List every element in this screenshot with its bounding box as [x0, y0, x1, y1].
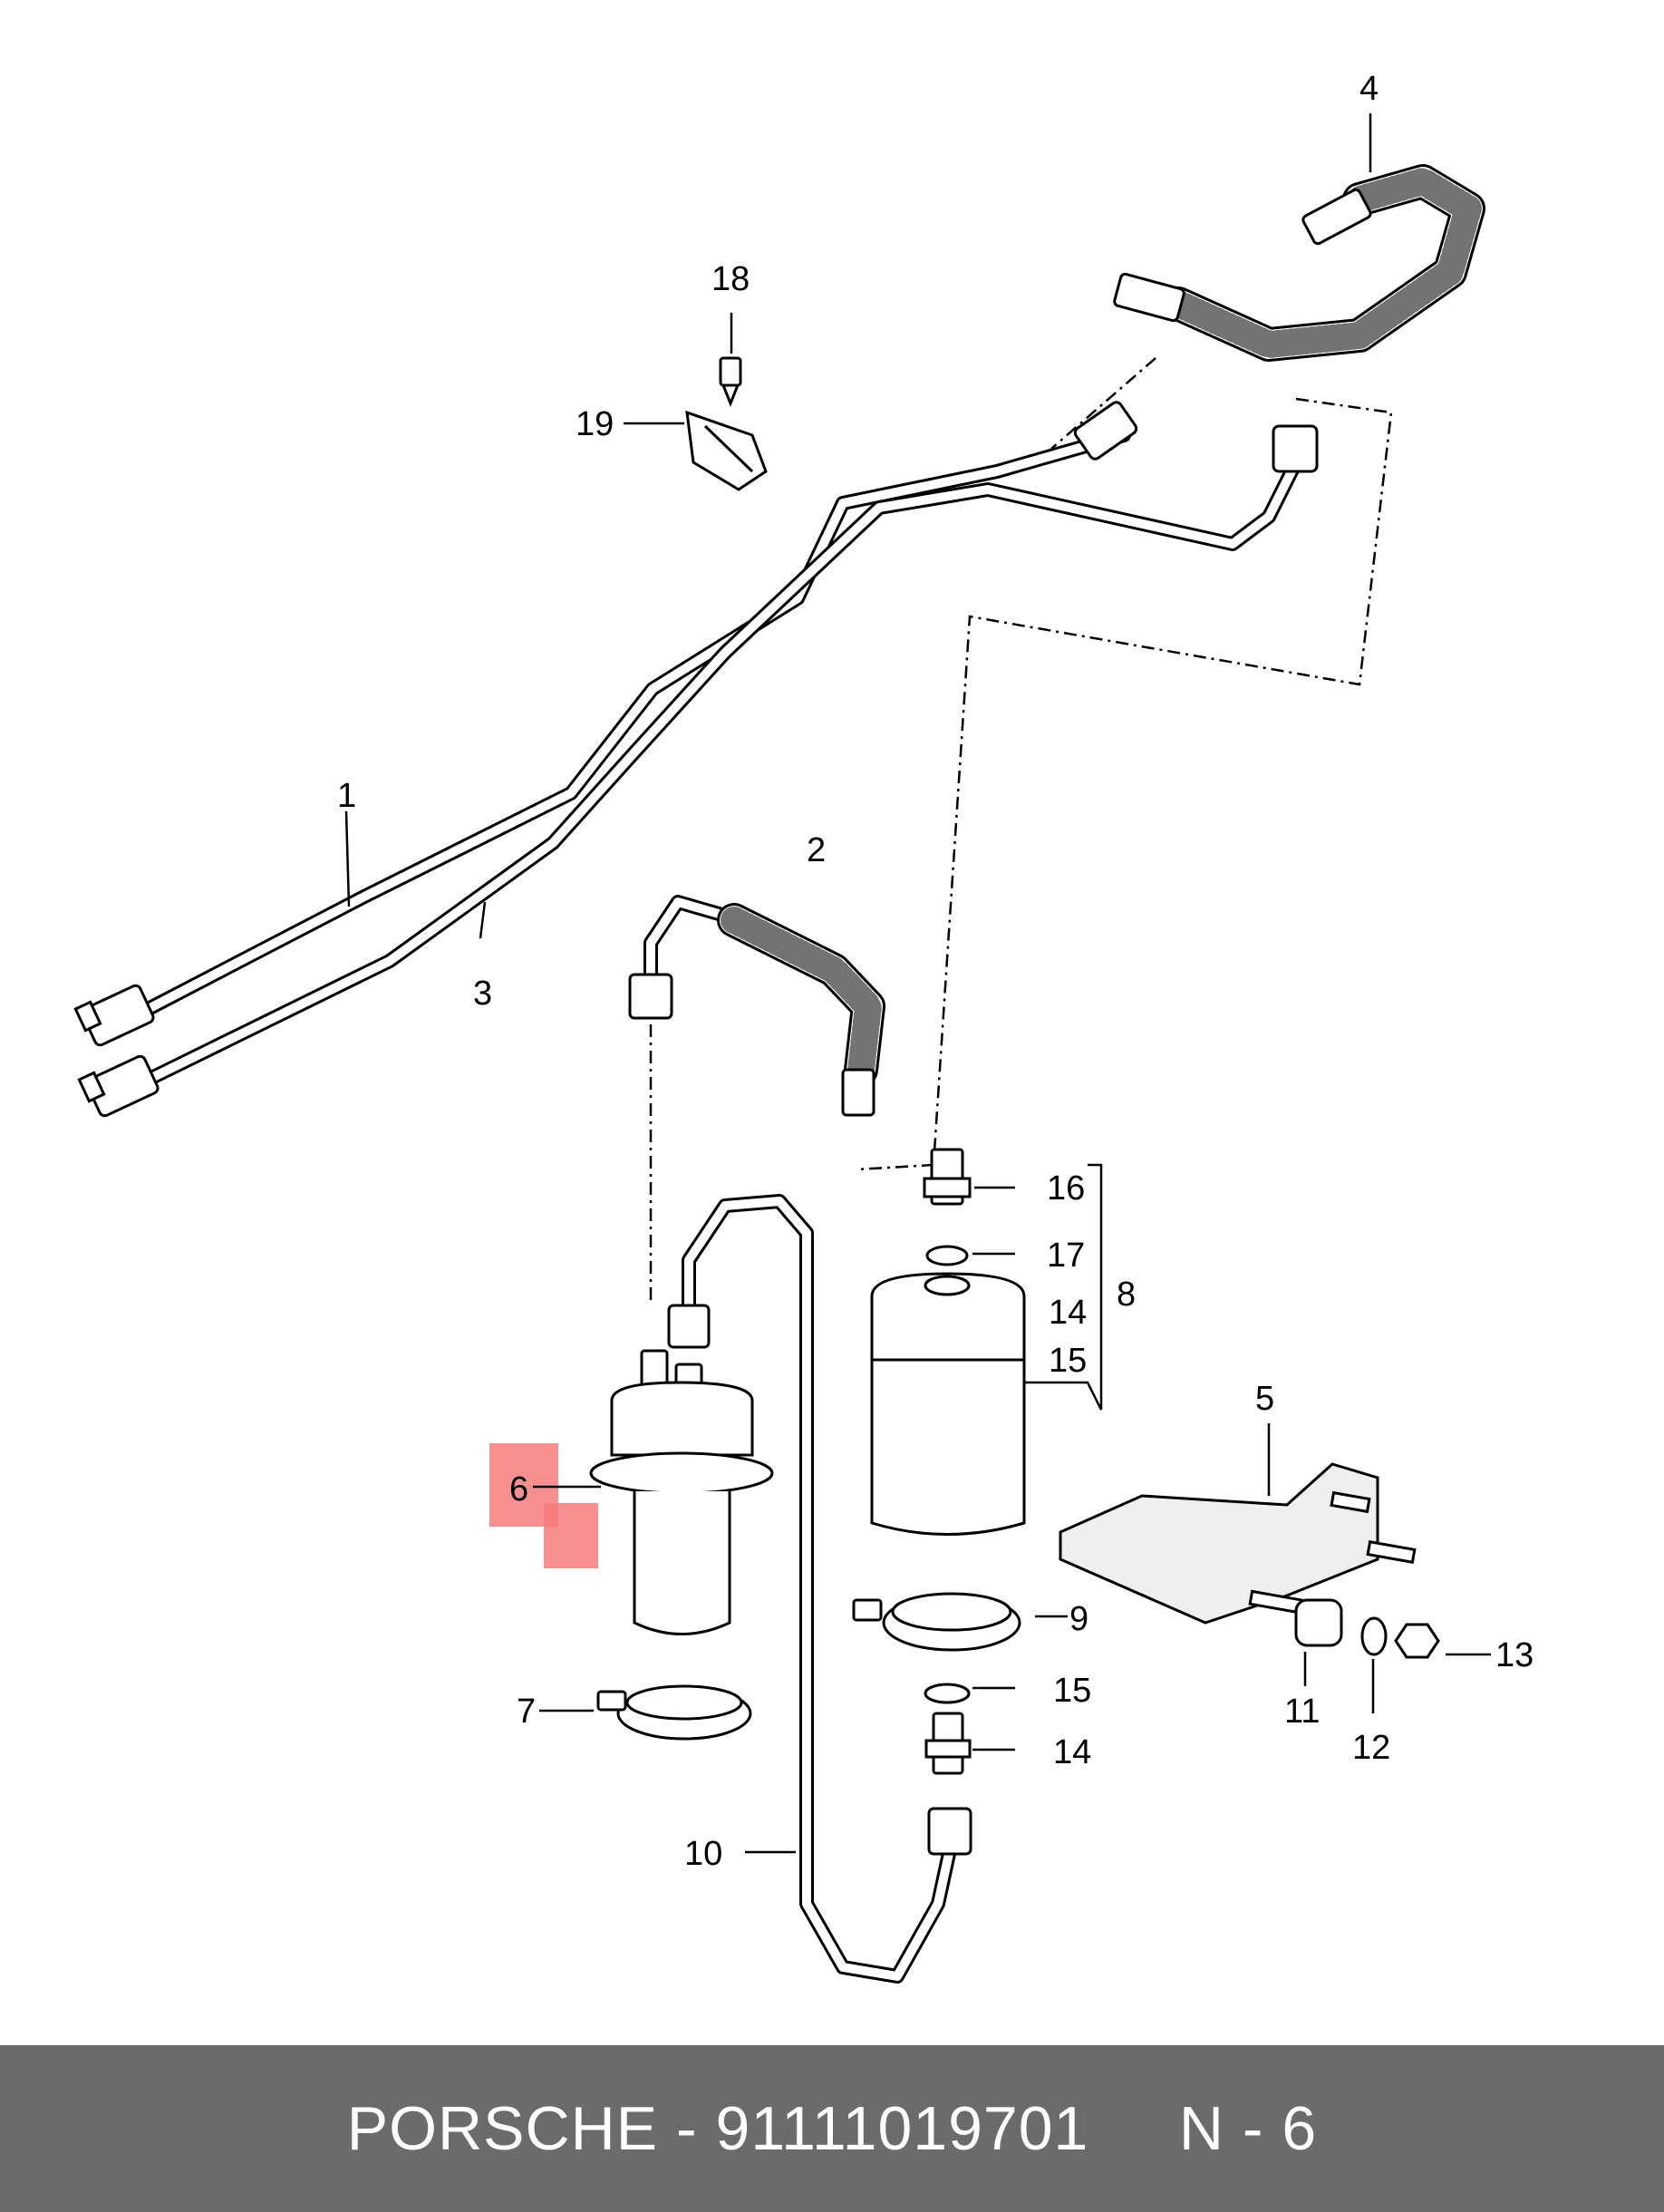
callout-16: 16	[1047, 1169, 1085, 1208]
callout-11: 11	[1284, 1693, 1320, 1731]
pipe-nut-left-lower	[77, 1054, 160, 1118]
nut-13	[1394, 1623, 1440, 1659]
callout-13: 13	[1495, 1636, 1533, 1674]
pipe-nut-upper-right	[1073, 401, 1319, 473]
washer-12	[1360, 1616, 1388, 1656]
callout-10: 10	[684, 1835, 722, 1873]
fuel-hose-4	[1113, 164, 1485, 362]
callout-12: 12	[1352, 1729, 1390, 1767]
fuel-hose-2	[628, 895, 885, 1117]
callout-3: 3	[473, 975, 492, 1013]
part-number-banner: PORSCHE - 91111019701 N - 6	[0, 2045, 1664, 2212]
union-bolt-14	[924, 1712, 972, 1775]
callout-7: 7	[517, 1693, 536, 1731]
part-number-text: PORSCHE - 91111019701 N - 6	[346, 2094, 1318, 2163]
callout-1: 1	[337, 777, 356, 815]
callout-15: 15	[1049, 1342, 1087, 1380]
screw-18	[719, 356, 742, 408]
callout-17: 17	[1047, 1237, 1085, 1275]
connection-line	[1050, 357, 1156, 450]
bracket-5	[1059, 1462, 1417, 1625]
callout-4: 4	[1359, 70, 1379, 108]
parts-diagram: 1 2 3 4 5 6 7 8 9 10 11 12 13 14 14 15 1…	[73, 70, 1533, 1984]
callout-14-lower: 14	[1053, 1733, 1091, 1771]
callout-8: 8	[1117, 1276, 1136, 1314]
fuel-accumulator-6	[589, 1349, 774, 1635]
hose-clamp-7	[596, 1684, 752, 1741]
callout-14: 14	[1049, 1294, 1087, 1332]
fuel-line-10	[667, 1194, 972, 1984]
fuel-line-3	[133, 455, 1303, 1091]
clip-19	[685, 410, 768, 491]
highlight-marker	[544, 1503, 598, 1568]
callout-5: 5	[1255, 1380, 1274, 1418]
fuel-filter-8	[870, 1148, 1026, 1536]
callout-9: 9	[1069, 1600, 1088, 1638]
washer-15	[924, 1683, 971, 1704]
connection-line	[856, 397, 1393, 1171]
rubber-mount-11	[1294, 1598, 1343, 1647]
callout-19: 19	[576, 405, 614, 443]
callout-2: 2	[807, 831, 826, 869]
callout-18: 18	[711, 260, 750, 298]
callout-6: 6	[509, 1470, 528, 1509]
hose-clamp-9	[852, 1592, 1021, 1652]
pipe-nut-left-upper	[73, 984, 155, 1047]
fuel-line-1	[129, 428, 1131, 1023]
callout-15-lower: 15	[1053, 1672, 1091, 1710]
